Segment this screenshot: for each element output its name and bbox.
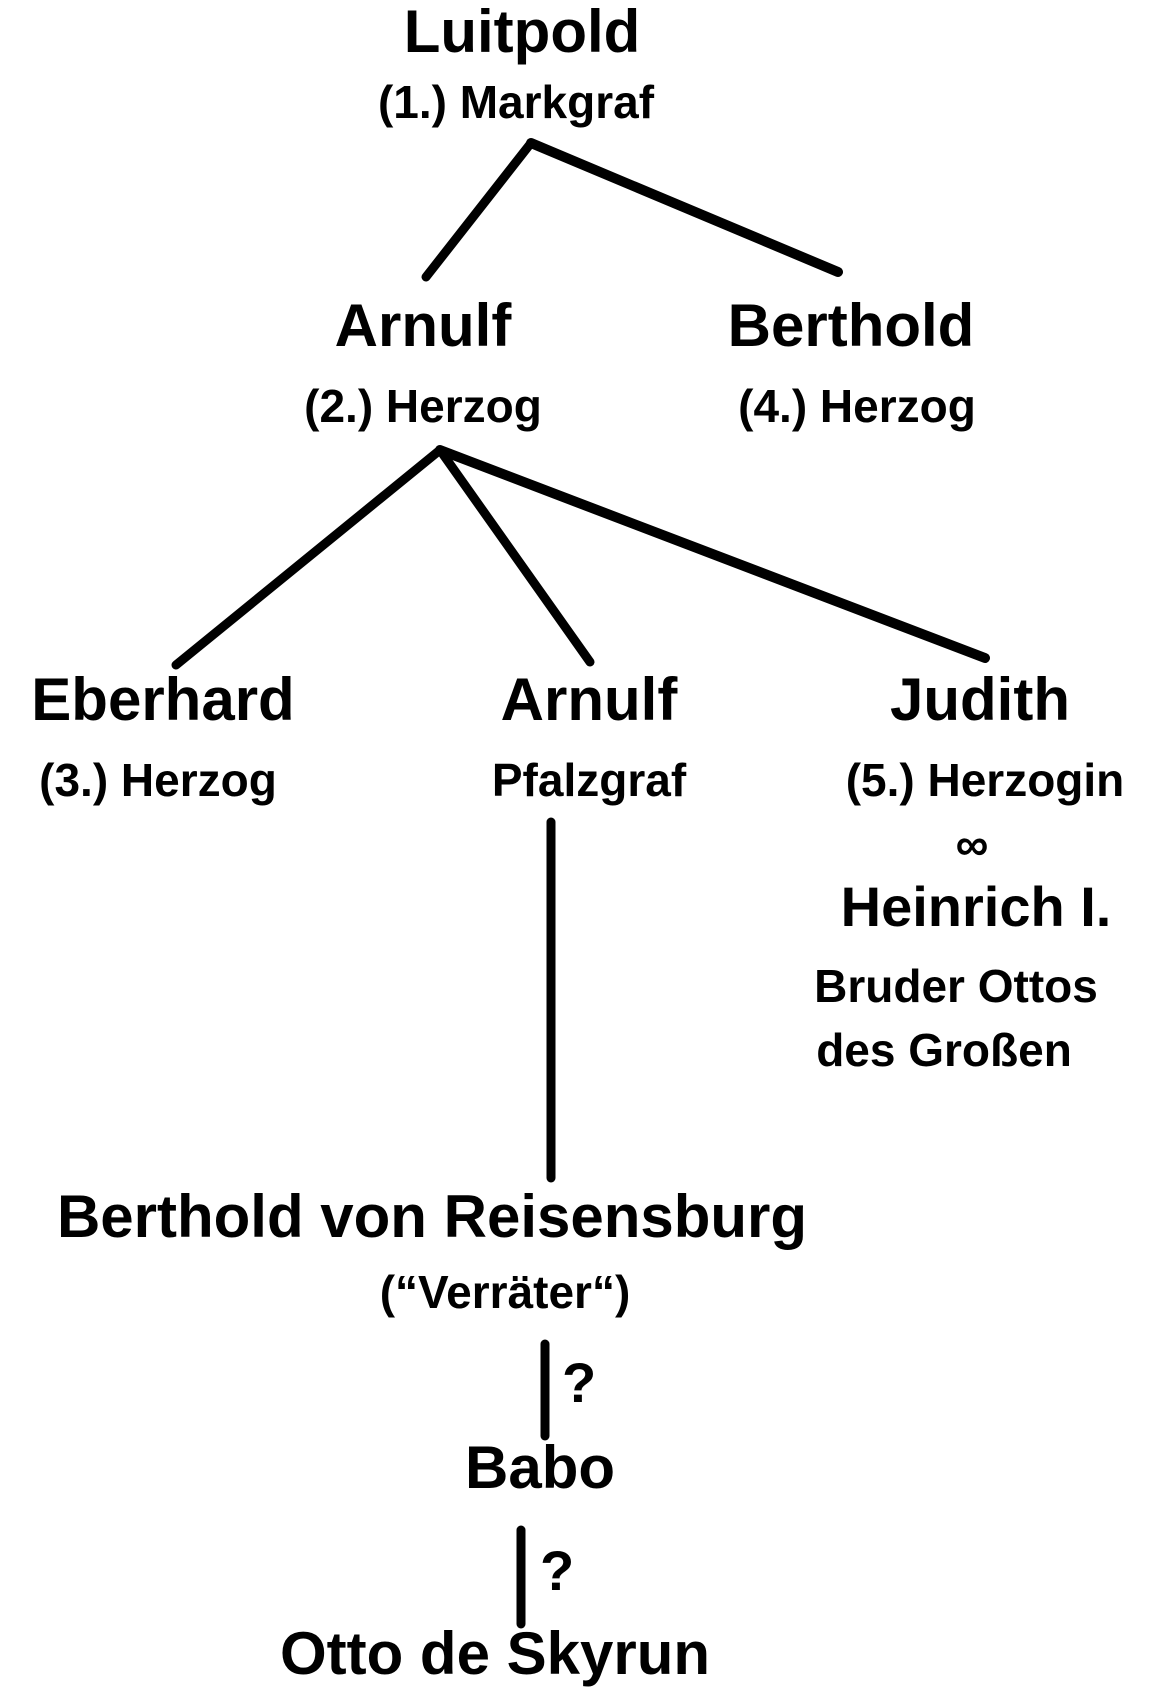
uncertain-descent-question-mark-2: ? [540,1539,575,1602]
edge-luitpold-berthold [526,138,843,277]
node-luitpold-title: (1.) Markgraf [377,76,655,128]
node-berthold-herzog-name: Berthold [727,292,975,359]
node-berthold-herzog-title: (4.) Herzog [738,380,976,432]
node-otto-de-skyrun-name: Otto de Skyrun [279,1620,711,1687]
node-berthold-reisensburg-name: Berthold von Reisensburg [56,1183,808,1250]
uncertain-descent-question-mark-1: ? [562,1351,597,1414]
node-arnulf-herzog-name: Arnulf [334,292,512,359]
node-heinrich-description-line2: des Großen [816,1024,1072,1076]
node-eberhard-title: (3.) Herzog [39,754,277,806]
node-arnulf-pfalzgraf-name: Arnulf [500,666,678,733]
node-judith-name: Judith [890,666,1070,733]
edge-arnulf-arnulfpfalzgraf [435,445,595,667]
edge-arnulf-judith [435,445,990,663]
node-heinrich-description-line1: Bruder Ottos [814,960,1098,1012]
edge-luitpold-arnulf [421,138,536,282]
node-luitpold-name: Luitpold [403,0,641,65]
node-eberhard-name: Eberhard [31,666,295,733]
node-heinrich-name: Heinrich I. [840,875,1112,938]
node-berthold-reisensburg-epithet: (“Verräter“) [379,1266,631,1318]
marriage-symbol-infinity: ∞ [955,818,989,870]
node-arnulf-pfalzgraf-title: Pfalzgraf [491,754,687,806]
node-babo-name: Babo [465,1434,615,1501]
node-arnulf-herzog-title: (2.) Herzog [304,380,542,432]
edge-arnulf-eberhard [171,445,445,670]
node-judith-title: (5.) Herzogin [845,754,1125,806]
